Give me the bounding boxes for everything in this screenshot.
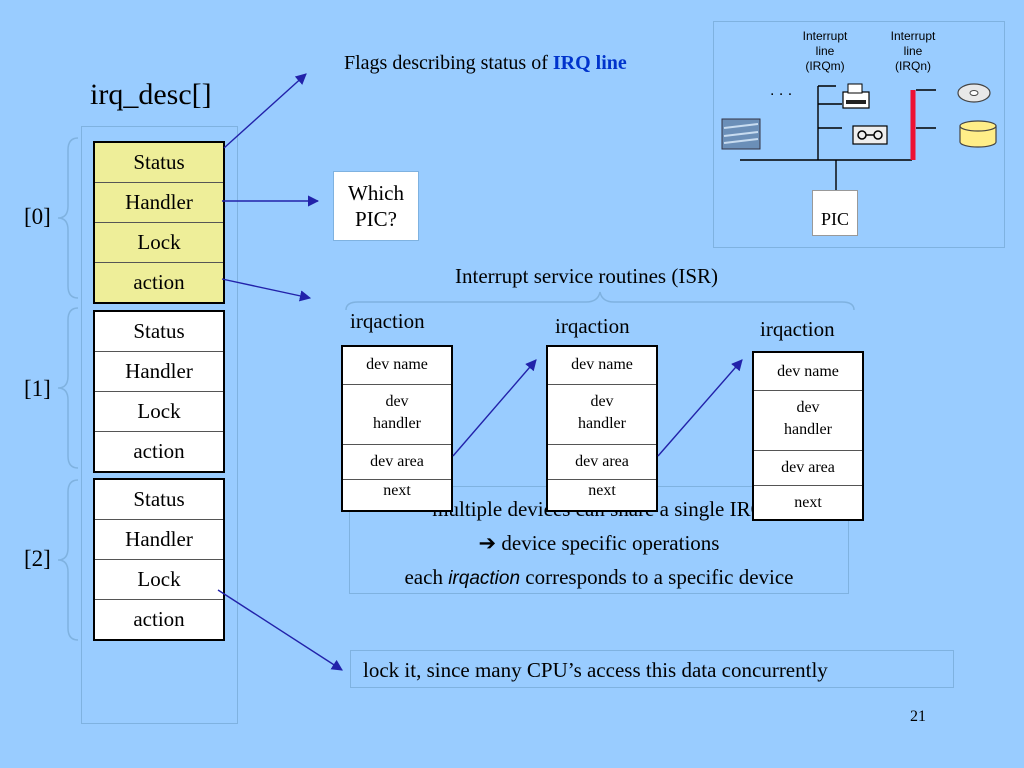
irqaction-label-0: irqaction <box>350 309 425 333</box>
pic-box: PIC <box>812 190 858 236</box>
arrow-status-to-flags <box>223 73 307 149</box>
note-line-3: each irqaction corresponds to a specific… <box>350 560 848 596</box>
arrow-action-to-isr <box>221 278 312 302</box>
irqaction-label-1: irqaction <box>555 314 630 338</box>
irq-m-label: Interrupt line (IRQm) <box>790 29 860 74</box>
irq-desc-array-frame <box>81 126 238 724</box>
irq-line-emphasis: IRQ line <box>552 52 627 74</box>
field-next: next <box>588 482 616 499</box>
brace-1 <box>57 307 79 469</box>
keyboard-icon <box>721 118 761 150</box>
irq-n-line-2: line <box>903 44 923 58</box>
brace-2 <box>57 479 79 641</box>
tape-drive-icon <box>852 125 888 145</box>
field-dev-name: dev name <box>754 353 862 391</box>
arrow-next-1 <box>657 359 743 457</box>
field-lock: Lock <box>95 392 223 432</box>
irqaction-box-0: dev name dev handler dev area next <box>341 345 453 512</box>
irq-m-line-3: (IRQm) <box>805 59 845 73</box>
irqaction-label-2: irqaction <box>760 317 835 341</box>
note-line-2-text: device specific operations <box>501 531 720 555</box>
irqaction-box-1: dev name dev handler dev area next <box>546 345 658 512</box>
irq-descriptor-1: Status Handler Lock action <box>93 310 225 473</box>
arrow-right-icon: ➔ <box>478 531 497 555</box>
field-dev-handler: dev handler <box>754 391 862 451</box>
note-line-3-prefix: each <box>404 565 449 589</box>
field-dev-name: dev name <box>343 347 451 385</box>
lock-note: lock it, since many CPU’s access this da… <box>350 650 954 688</box>
field-lock: Lock <box>95 560 223 600</box>
field-dev-handler: dev handler <box>343 385 451 445</box>
field-dev-handler: dev handler <box>548 385 656 445</box>
isr-brace <box>345 291 855 311</box>
irq-n-line-3: (IRQn) <box>895 59 931 73</box>
which-pic-line-1: Which <box>348 181 404 205</box>
field-dev-area: dev area <box>754 451 862 486</box>
flags-annotation: Flags describing status of IRQ line <box>344 52 627 75</box>
inset-bus <box>740 85 936 190</box>
brace-0 <box>57 137 79 299</box>
irq-descriptor-2: Status Handler Lock action <box>93 478 225 641</box>
page-number: 21 <box>910 708 926 725</box>
note-line-3-suffix: corresponds to a specific device <box>520 565 794 589</box>
inset-dots: . . . <box>770 82 793 99</box>
index-label-0: [0] <box>24 204 51 229</box>
printer-icon <box>842 83 870 109</box>
disk-icon <box>959 120 997 148</box>
index-label-2: [2] <box>24 546 51 571</box>
field-handler: Handler <box>95 352 223 392</box>
irq-m-line-2: line <box>815 44 835 58</box>
slide-title: irq_desc[] <box>90 78 212 111</box>
irq-n-line-1: Interrupt <box>890 29 936 43</box>
field-dev-name: dev name <box>548 347 656 385</box>
irqaction-box-2: dev name dev handler dev area next <box>752 351 864 521</box>
field-action: action <box>133 270 185 294</box>
field-lock: Lock <box>95 223 223 263</box>
arrow-lock-note <box>217 589 343 671</box>
note-line-3-italic: irqaction <box>448 568 521 589</box>
field-action: action <box>133 439 185 463</box>
index-label-1: [1] <box>24 376 51 401</box>
field-dev-area: dev area <box>343 445 451 480</box>
field-next: next <box>383 482 411 499</box>
field-action: action <box>133 607 185 631</box>
irq-m-line-1: Interrupt <box>802 29 848 43</box>
arrow-next-0 <box>452 359 537 457</box>
isr-label: Interrupt service routines (ISR) <box>455 264 719 288</box>
field-handler: Handler <box>95 520 223 560</box>
flags-text: Flags describing status of <box>344 52 553 74</box>
which-pic-box: Which PIC? <box>333 171 419 241</box>
which-pic-line-2: PIC? <box>355 207 397 231</box>
field-status: Status <box>95 312 223 352</box>
hardware-inset <box>713 21 1005 248</box>
field-status: Status <box>95 480 223 520</box>
irq-n-label: Interrupt line (IRQn) <box>878 29 948 74</box>
field-dev-area: dev area <box>548 445 656 480</box>
field-status: Status <box>95 143 223 183</box>
field-next: next <box>794 494 822 511</box>
cd-drive-icon <box>957 83 991 103</box>
irq-descriptor-0: Status Handler Lock action <box>93 141 225 304</box>
note-line-2: ➔ device specific operations <box>350 526 848 560</box>
field-handler: Handler <box>95 183 223 223</box>
